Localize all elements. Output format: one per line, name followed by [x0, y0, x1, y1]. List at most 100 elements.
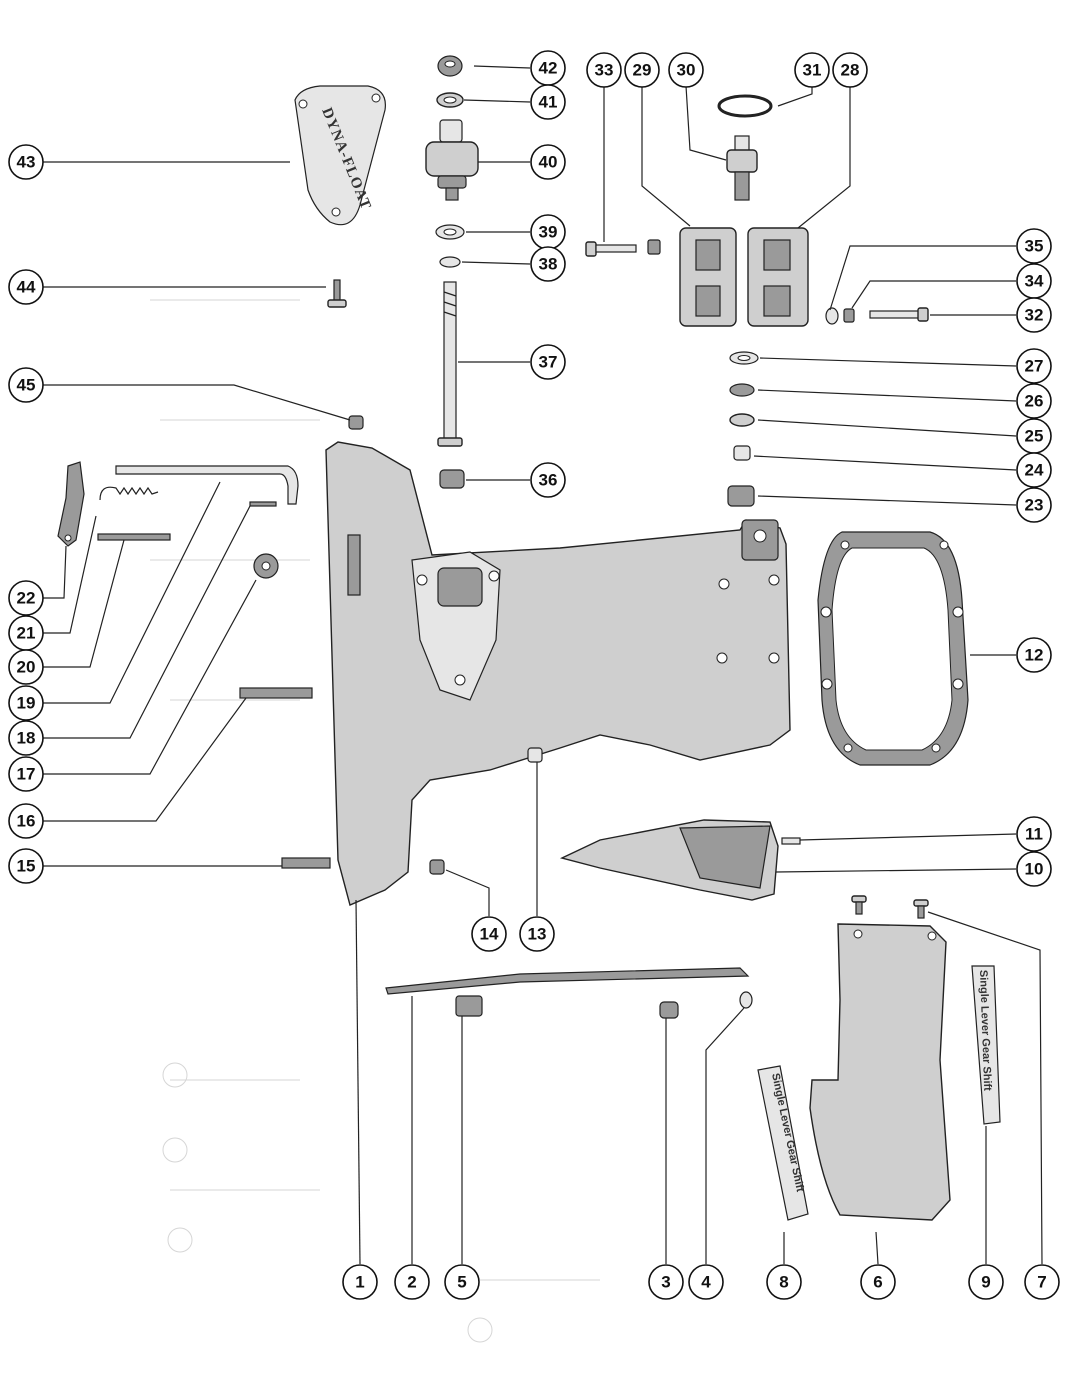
callout-circle	[1016, 637, 1052, 673]
callout-number: 20	[17, 658, 36, 677]
callout-5: 5	[444, 1264, 480, 1300]
callout-circle	[668, 52, 704, 88]
part-20-pin	[97, 533, 171, 541]
callout-31: 31	[794, 52, 830, 88]
callout-number: 40	[539, 153, 558, 172]
part-1-drive-shaft-housing	[325, 441, 791, 906]
callout-number: 39	[539, 223, 558, 242]
callout-circle	[8, 720, 44, 756]
callout-circle	[860, 1264, 896, 1300]
part-10-water-pickup	[559, 819, 779, 901]
part-23-bushing	[727, 485, 755, 507]
part-16-stud	[239, 687, 313, 699]
part-34-nut	[843, 308, 855, 323]
part-40-rubber-mount	[425, 119, 479, 201]
leader-lines	[42, 65, 1043, 1265]
callout-1: 1	[342, 1264, 378, 1300]
part-15-stud	[281, 857, 331, 869]
part-45-nut	[348, 415, 364, 430]
callout-circle	[8, 848, 44, 884]
callout-number: 14	[480, 925, 499, 944]
callout-2: 2	[394, 1264, 430, 1300]
callout-number: 25	[1025, 427, 1044, 446]
part-35-washer	[825, 307, 839, 325]
callout-37: 37	[530, 344, 566, 380]
callout-18: 18	[8, 720, 44, 756]
callout-circle	[8, 803, 44, 839]
decal-9-text: Single Lever Gear Shift	[977, 970, 993, 1092]
callout-number: 35	[1025, 237, 1044, 256]
callout-number: 13	[528, 925, 547, 944]
part-41-washer	[436, 92, 464, 108]
callout-number: 23	[1025, 496, 1044, 515]
part-17-nut	[253, 553, 279, 579]
part-9-decal: Single Lever Gear Shift	[971, 965, 1001, 1125]
callout-circle	[1016, 383, 1052, 419]
part-24-bushing	[733, 445, 751, 461]
part-27-washer	[729, 351, 759, 365]
background-ghost-lines	[150, 299, 919, 1343]
callout-circle	[8, 367, 44, 403]
callout-number: 34	[1025, 272, 1044, 291]
callout-17: 17	[8, 756, 44, 792]
callout-number: 28	[841, 61, 860, 80]
part-26-seal	[729, 383, 755, 397]
callout-circle	[394, 1264, 430, 1300]
callout-15: 15	[8, 848, 44, 884]
callout-26: 26	[1016, 383, 1052, 419]
callout-number: 1	[355, 1273, 364, 1292]
callout-number: 31	[803, 61, 822, 80]
callout-number: 18	[17, 729, 36, 748]
callout-circle	[1016, 452, 1052, 488]
callout-40: 40	[530, 144, 566, 180]
callout-circle	[8, 580, 44, 616]
callout-36: 36	[530, 462, 566, 498]
callout-7: 7	[1024, 1264, 1060, 1300]
callout-number: 29	[633, 61, 652, 80]
callout-11: 11	[1016, 816, 1052, 852]
callout-number: 2	[407, 1273, 416, 1292]
callout-number: 15	[17, 857, 36, 876]
part-30-fitting	[726, 135, 758, 201]
callout-number: 21	[17, 624, 36, 643]
callout-28: 28	[832, 52, 868, 88]
callout-circle	[342, 1264, 378, 1300]
part-33-bolt	[585, 239, 661, 257]
callout-number: 26	[1025, 392, 1044, 411]
part-36-bushing	[439, 469, 465, 489]
callout-number: 6	[873, 1273, 882, 1292]
callout-38: 38	[530, 246, 566, 282]
callout-21: 21	[8, 615, 44, 651]
callout-9: 9	[968, 1264, 1004, 1300]
callout-number: 36	[539, 471, 558, 490]
callout-20: 20	[8, 649, 44, 685]
callout-number: 32	[1025, 306, 1044, 325]
part-22-shift-lever	[57, 461, 85, 547]
callout-number: 42	[539, 59, 558, 78]
callout-circle	[794, 52, 830, 88]
callout-circle	[648, 1264, 684, 1300]
callout-number: 10	[1025, 860, 1044, 879]
callout-number: 44	[17, 278, 36, 297]
callout-circle	[8, 269, 44, 305]
callout-number: 12	[1025, 646, 1044, 665]
callout-35: 35	[1016, 228, 1052, 264]
callout-32: 32	[1016, 297, 1052, 333]
callout-circle	[1016, 228, 1052, 264]
callout-34: 34	[1016, 263, 1052, 299]
callout-6: 6	[860, 1264, 896, 1300]
callout-number: 22	[17, 589, 36, 608]
part-7-screws	[851, 895, 929, 919]
callout-circle	[471, 916, 507, 952]
callout-number: 17	[17, 765, 36, 784]
callout-number: 11	[1025, 825, 1043, 844]
callout-circle	[530, 84, 566, 120]
part-12-gasket	[817, 531, 969, 766]
part-3-bushing	[659, 1001, 679, 1019]
callout-circle	[1016, 816, 1052, 852]
part-44-screw	[327, 279, 347, 308]
part-21-spring	[99, 486, 159, 501]
callout-number: 30	[677, 61, 696, 80]
part-4-washer	[739, 991, 753, 1009]
callout-circle	[8, 144, 44, 180]
